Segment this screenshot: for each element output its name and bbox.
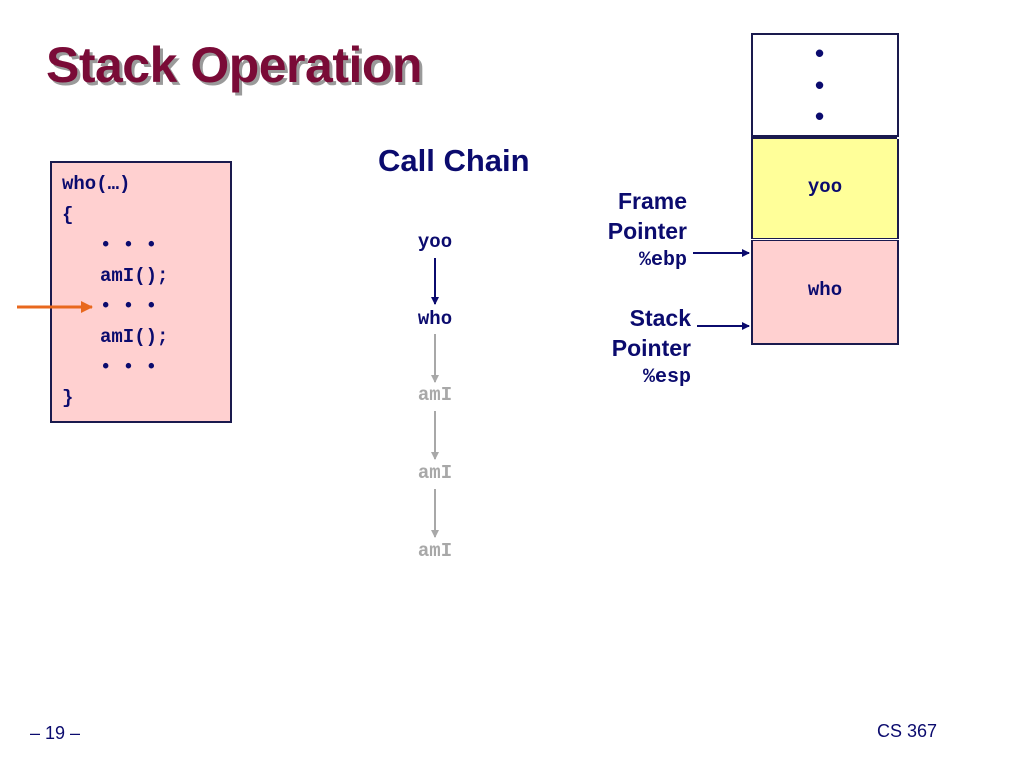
stack-frame-yoo: yoo	[751, 139, 899, 239]
stack-dot: •	[815, 38, 825, 68]
stack-pointer-register: %esp	[642, 366, 691, 389]
call-chain-item-yoo: yoo	[417, 231, 453, 253]
stack-frame-label: yoo	[807, 175, 843, 198]
stack-dot: •	[815, 101, 825, 131]
call-chain-item-ami: amI	[417, 540, 453, 562]
frame-pointer-label: Frame Pointer %ebp	[560, 186, 687, 276]
code-line: • • •	[100, 295, 158, 317]
frame-pointer-register: %ebp	[638, 249, 687, 272]
code-line: amI();	[100, 265, 169, 287]
code-line: }	[62, 387, 74, 409]
stack-divider	[751, 135, 897, 139]
call-chain-title: Call Chain	[378, 143, 530, 178]
frame-pointer-label-line1: Frame	[617, 188, 687, 214]
page-number: – 19 –	[30, 723, 81, 743]
stack-frame-label: who	[807, 279, 843, 301]
frame-pointer-label-line2: Pointer	[607, 218, 687, 244]
code-line: {	[62, 204, 74, 226]
code-box: who(…) { • • • amI(); • • • amI(); • • •…	[50, 161, 232, 423]
stack-upper-region	[751, 33, 899, 137]
stack-pointer-label: Stack Pointer %esp	[560, 303, 691, 393]
stack-pointer-label-line1: Stack	[629, 305, 691, 331]
call-chain-item-ami: amI	[417, 462, 453, 484]
code-line: • • •	[100, 356, 158, 378]
call-chain-item-who: who	[417, 308, 453, 330]
call-chain-item-ami: amI	[417, 384, 453, 406]
stack-frame-who: who	[751, 240, 899, 345]
stack-dot: •	[815, 70, 825, 100]
slide-title: Stack Operation	[46, 37, 422, 93]
code-line: amI();	[100, 326, 169, 348]
code-line: • • •	[100, 234, 158, 256]
stack-pointer-label-line2: Pointer	[611, 335, 691, 361]
code-line: who(…)	[62, 173, 131, 195]
course-label: CS 367	[877, 721, 938, 741]
